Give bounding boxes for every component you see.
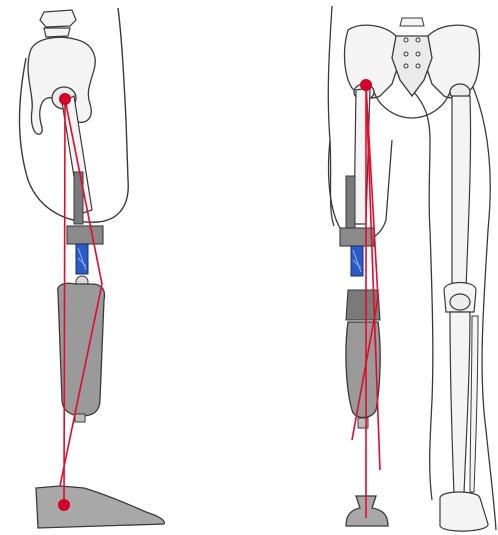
side-view xyxy=(20,8,165,528)
vertebra-icon xyxy=(40,10,76,37)
prosthetic-knee-icon xyxy=(340,228,374,246)
hip-center-point xyxy=(360,79,372,91)
prosthetic-knee-icon xyxy=(67,226,103,244)
hip-center-point xyxy=(59,93,71,105)
prosthetic-foot-icon xyxy=(36,486,164,528)
fibula-icon xyxy=(470,316,478,492)
socket-rod xyxy=(346,176,355,228)
sound-foot-icon xyxy=(440,492,488,531)
sound-knee-icon xyxy=(444,283,476,313)
tibia-icon xyxy=(450,312,470,494)
pylon xyxy=(76,244,88,274)
pelvis-icon xyxy=(28,37,95,134)
pylon xyxy=(351,246,363,276)
sound-femur-icon xyxy=(452,96,471,290)
prosthetic-foot-icon xyxy=(346,496,388,526)
ankle-adapter xyxy=(75,414,85,422)
front-view xyxy=(328,6,496,531)
foot-load-point xyxy=(58,499,70,511)
